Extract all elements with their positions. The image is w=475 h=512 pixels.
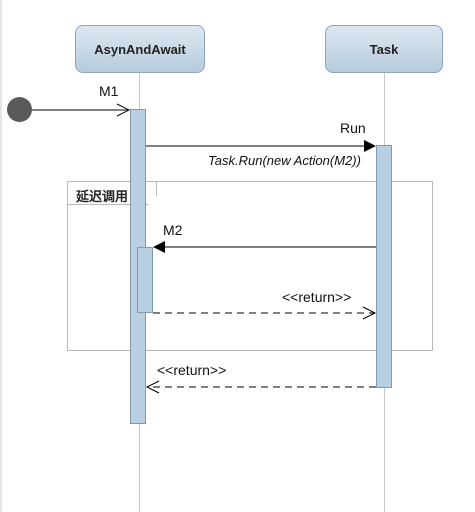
message-m1-arrow[interactable]	[32, 103, 131, 117]
activation-bar-task[interactable]	[376, 145, 392, 388]
return-outer-arrow[interactable]	[145, 380, 376, 394]
initial-node[interactable]	[7, 97, 32, 122]
return-outer-label: <<return>>	[157, 362, 227, 378]
return-inner-arrow[interactable]	[153, 306, 377, 320]
message-run-call-label: Task.Run(new Action(M2))	[208, 153, 361, 168]
lifeline-head-label: AsynAndAwait	[94, 41, 186, 57]
message-m2-label: M2	[163, 222, 183, 238]
message-run-arrow[interactable]	[146, 140, 376, 152]
left-divider	[0, 0, 2, 512]
message-run-label: Run	[340, 120, 366, 136]
return-inner-label: <<return>>	[282, 289, 352, 305]
message-m2-arrow[interactable]	[153, 241, 376, 253]
lifeline-head-asynandawait[interactable]: AsynAndAwait	[75, 25, 205, 73]
activation-bar-m2[interactable]	[137, 247, 153, 313]
lifeline-head-task[interactable]: Task	[325, 25, 443, 73]
lifeline-head-label: Task	[369, 41, 399, 57]
message-m1-label: M1	[99, 83, 119, 99]
